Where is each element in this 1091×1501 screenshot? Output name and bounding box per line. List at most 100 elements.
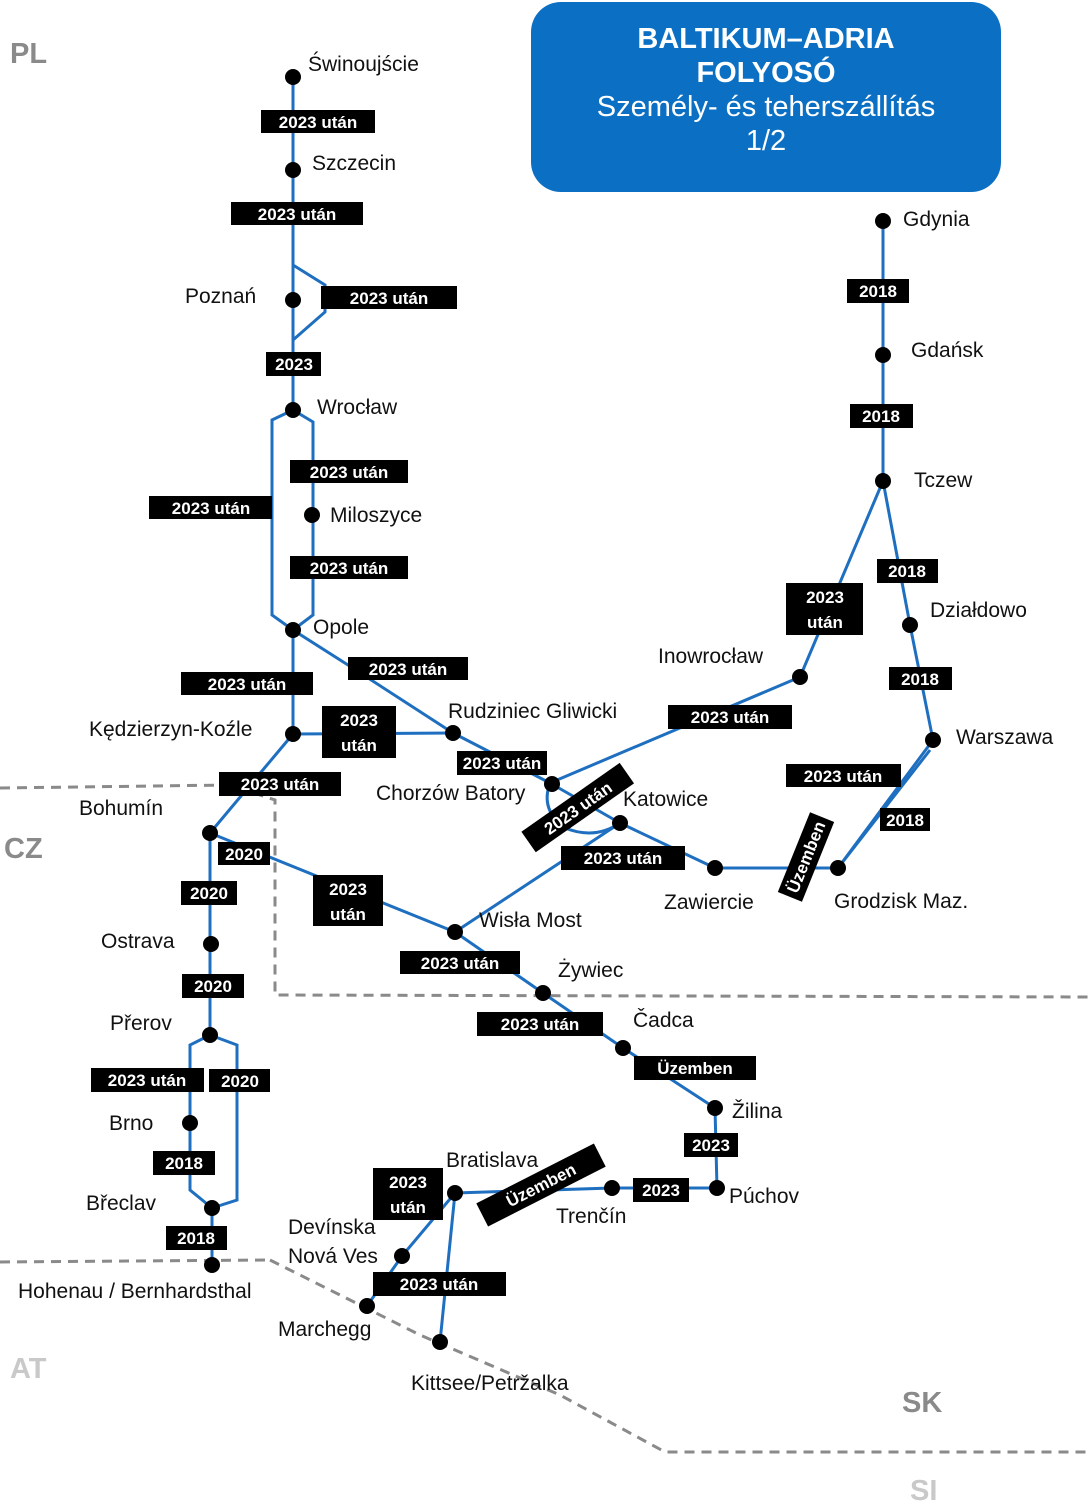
label-prerov: Přerov (110, 1012, 172, 1035)
station-dot-zywiec (535, 985, 551, 1001)
svg-text:2020: 2020 (190, 884, 228, 903)
badge-trencin-puchov: 2023 (633, 1178, 689, 1202)
country-sk: SK (902, 1387, 942, 1419)
label-wisla: Wisła Most (479, 909, 582, 932)
label-devinska-2: Nová Ves (288, 1245, 378, 1268)
svg-text:2018: 2018 (901, 670, 939, 689)
label-inowroclaw: Inowrocław (658, 645, 764, 668)
svg-text:2023 után: 2023 után (463, 754, 541, 773)
label-kittsee: Kittsee/Petržalka (411, 1372, 569, 1395)
station-dot-warszawa (925, 732, 941, 748)
country-cz: CZ (4, 833, 43, 865)
svg-text:után: után (341, 736, 377, 755)
badge-kedzierzyn-bohumin: 2023 után (219, 772, 341, 796)
station-dot-breclav (204, 1200, 220, 1216)
station-dot-cadca (615, 1040, 631, 1056)
label-zawiercie: Zawiercie (664, 891, 754, 914)
station-dot-gdynia (875, 213, 891, 229)
svg-text:2023: 2023 (642, 1181, 680, 1200)
svg-text:2023: 2023 (275, 355, 313, 374)
svg-text:2020: 2020 (225, 845, 263, 864)
corridor-title-panel: BALTIKUM–ADRIA FOLYOSÓ Személy- és teher… (531, 2, 1001, 192)
badge-ostrava-prerov: 2020 (182, 974, 244, 998)
label-zilina: Žilina (732, 1100, 783, 1123)
line-inowroclaw-tczew (798, 480, 885, 678)
svg-text:2023 után: 2023 után (279, 113, 357, 132)
svg-text:2023 után: 2023 után (208, 675, 286, 694)
badge-grodzisk-warszawa-a: 2023 után (786, 764, 901, 787)
label-miloszyce: Miloszyce (330, 504, 422, 527)
badge-zywiec-cadca: 2023 után (477, 1012, 603, 1036)
station-dot-poznan (285, 292, 301, 308)
badge-gdansk-tczew: 2018 (850, 404, 913, 428)
line-prerov-breclav-east (209, 1033, 239, 1210)
svg-text:2023 után: 2023 után (804, 767, 882, 786)
line-wroclaw-west-loop (270, 408, 294, 632)
station-dot-rudziniec (445, 725, 461, 741)
badge-wroclaw-miloszyce: 2023 után (290, 460, 408, 483)
svg-text:2023: 2023 (806, 588, 844, 607)
badge-szczecin-poznan: 2023 után (231, 202, 363, 225)
badge-wroclaw-opole-west: 2023 után (149, 496, 272, 519)
badge-grodzisk-warszawa-b: 2018 (880, 808, 930, 831)
label-gdansk: Gdańsk (911, 339, 984, 362)
title-line-3: Személy- és teherszállítás (596, 91, 936, 123)
label-wroclaw: Wrocław (317, 396, 398, 419)
country-at: AT (10, 1353, 47, 1385)
station-dot-bratislava (447, 1185, 463, 1201)
badge-bohumin-ostrava: 2020 (181, 881, 237, 905)
svg-text:2018: 2018 (165, 1154, 203, 1173)
svg-text:2023: 2023 (329, 880, 367, 899)
label-devinska-1: Devínska (288, 1216, 376, 1239)
badge-bratislava-devinska: 2023 után (373, 1168, 443, 1220)
station-labels: Świnoujście Szczecin Poznań Wrocław Milo… (18, 52, 1054, 1395)
badge-opole-rudziniec: 2023 után (348, 657, 468, 680)
station-dot-miloszyce (304, 507, 320, 523)
badge-poznan-bypass: 2023 után (321, 286, 457, 309)
station-dot-swinoujscie (285, 69, 301, 85)
badge-cadca-zilina: Üzemben (634, 1056, 756, 1080)
station-dot-dzialdowo (902, 617, 918, 633)
label-breclav: Břeclav (86, 1192, 157, 1215)
badge-bohumin-wisla-2: 2023 után (313, 875, 383, 926)
svg-text:2023 után: 2023 után (400, 1275, 478, 1294)
svg-text:2023 után: 2023 után (172, 499, 250, 518)
station-dot-szczecin (285, 162, 301, 178)
svg-text:2018: 2018 (862, 407, 900, 426)
line-dzialdowo-tczew (881, 480, 912, 626)
label-swinoujscie: Świnoujście (308, 52, 419, 76)
label-puchov: Púchov (729, 1185, 800, 1208)
label-katowice: Katowice (623, 788, 708, 811)
station-dot-wroclaw (285, 402, 301, 418)
label-tczew: Tczew (914, 469, 973, 492)
station-dot-marchegg (359, 1298, 375, 1314)
badge-miloszyce-opole: 2023 után (290, 556, 408, 579)
badge-prerov-breclav-east: 2020 (209, 1069, 270, 1092)
svg-text:2023 után: 2023 után (421, 954, 499, 973)
svg-text:2023 után: 2023 után (258, 205, 336, 224)
badge-zilina-puchov: 2023 (684, 1133, 738, 1157)
svg-text:2023: 2023 (692, 1136, 730, 1155)
label-zywiec: Żywiec (558, 959, 623, 982)
station-dot-inowroclaw (792, 669, 808, 685)
badge-swinoujscie-szczecin: 2023 után (261, 110, 375, 133)
svg-text:2023 után: 2023 után (241, 775, 319, 794)
svg-text:2020: 2020 (194, 977, 232, 996)
label-rudziniec: Rudziniec Gliwicki (448, 700, 617, 723)
line-chorzow-inowroclaw (549, 675, 801, 785)
svg-text:2023 után: 2023 után (310, 463, 388, 482)
badge-opole-kedzierzyn: 2023 után (181, 672, 313, 695)
label-gdynia: Gdynia (903, 208, 970, 231)
label-szczecin: Szczecin (312, 152, 396, 175)
badge-wisla-zywiec: 2023 után (400, 951, 520, 974)
svg-text:után: után (330, 905, 366, 924)
label-poznan: Poznań (185, 285, 256, 308)
title-line-2: FOLYOSÓ (696, 57, 836, 89)
svg-text:2018: 2018 (859, 282, 897, 301)
badge-kedzierzyn-rudziniec: 2023 után (322, 706, 396, 758)
svg-text:2023 után: 2023 után (369, 660, 447, 679)
station-dot-katowice (612, 815, 628, 831)
badge-katowice-wisla: 2023 után (561, 846, 685, 870)
title-line-1: BALTIKUM–ADRIA (637, 23, 895, 55)
